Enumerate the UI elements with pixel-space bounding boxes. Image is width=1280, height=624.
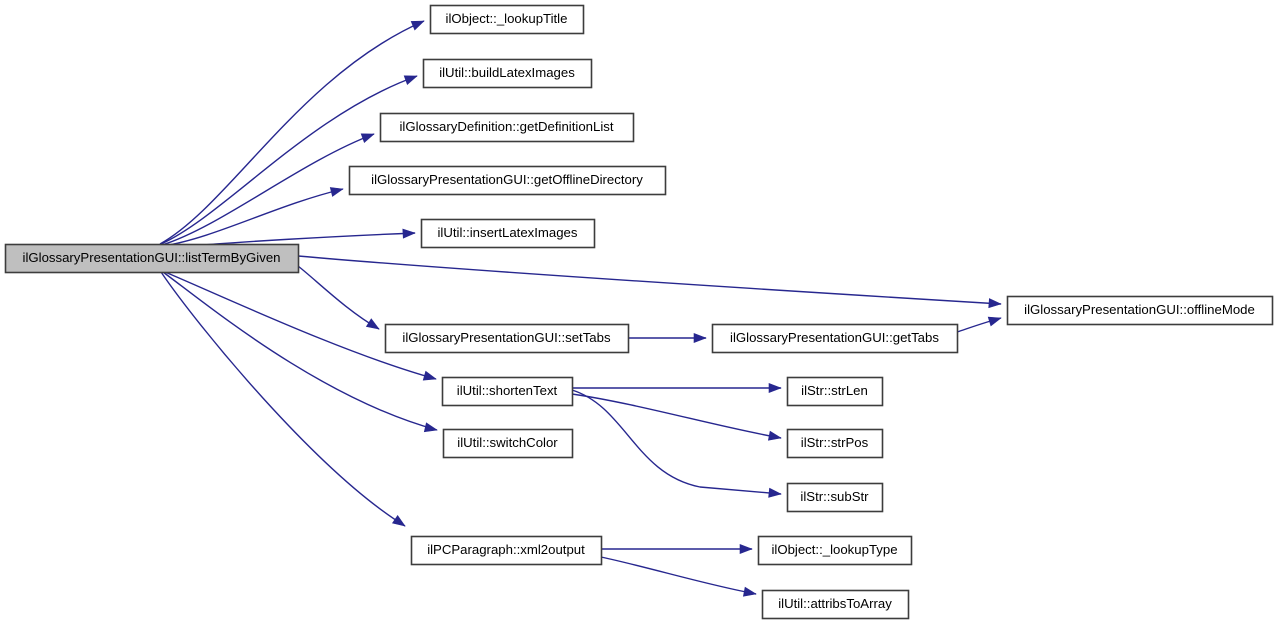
node-label-offlineMode: ilGlossaryPresentationGUI::offlineMode: [1024, 302, 1255, 317]
edge-listTermByGiven-to-setTabs: [297, 265, 380, 330]
node-buildLatexImages[interactable]: ilUtil::buildLatexImages: [422, 58, 593, 89]
node-box-offlineMode[interactable]: [1006, 295, 1274, 326]
node-box-insertLatexImages[interactable]: [420, 218, 596, 249]
edge-xml2output-to-attribsToArray: [600, 556, 757, 595]
node-label-attribsToArray: ilUtil::attribsToArray: [778, 596, 892, 611]
edge-listTermByGiven-to-xml2output: [160, 271, 406, 527]
edge-shortenText-to-strPos: [571, 393, 782, 439]
node-box-buildLatexImages[interactable]: [422, 58, 593, 89]
edge-listTermByGiven-to-lookupTitle: [159, 20, 425, 245]
arrowheads-layer: [329, 20, 1002, 597]
edge-listTermByGiven-to-switchColor: [162, 271, 438, 431]
node-box-strLen[interactable]: [786, 376, 884, 407]
arrowhead-icon: [423, 422, 438, 433]
node-label-lookupType: ilObject::_lookupType: [771, 542, 897, 557]
edge-listTermByGiven-to-offlineMode: [297, 255, 1002, 305]
edge-listTermByGiven-to-getDefinitionList: [161, 133, 375, 246]
edge-listTermByGiven-to-shortenText: [164, 271, 437, 380]
node-label-strPos: ilStr::strPos: [801, 435, 869, 450]
node-label-subStr: ilStr::subStr: [800, 489, 869, 504]
node-insertLatexImages[interactable]: ilUtil::insertLatexImages: [420, 218, 596, 249]
edges-layer: [159, 20, 1002, 595]
arrowhead-icon: [693, 332, 707, 344]
arrowhead-icon: [402, 228, 416, 239]
node-lookupType[interactable]: ilObject::_lookupType: [757, 535, 913, 566]
node-box-lookupType[interactable]: [757, 535, 913, 566]
nodes-layer: ilGlossaryPresentationGUI::listTermByGiv…: [4, 4, 1274, 620]
node-label-setTabs: ilGlossaryPresentationGUI::setTabs: [402, 330, 611, 345]
arrowhead-icon: [365, 318, 380, 330]
node-label-getOfflineDirectory: ilGlossaryPresentationGUI::getOfflineDir…: [371, 172, 643, 187]
arrowhead-icon: [422, 370, 437, 381]
node-box-attribsToArray[interactable]: [761, 589, 910, 620]
edge-shortenText-to-subStr: [571, 389, 782, 495]
edge-listTermByGiven-to-buildLatexImages: [160, 75, 418, 245]
arrowhead-icon: [768, 382, 782, 394]
node-label-listTermByGiven: ilGlossaryPresentationGUI::listTermByGiv…: [23, 250, 281, 265]
arrowhead-icon: [987, 316, 1002, 327]
node-label-buildLatexImages: ilUtil::buildLatexImages: [439, 65, 575, 80]
node-label-insertLatexImages: ilUtil::insertLatexImages: [438, 225, 578, 240]
node-getDefinitionList[interactable]: ilGlossaryDefinition::getDefinitionList: [379, 112, 635, 143]
arrowhead-icon: [410, 20, 425, 31]
node-subStr[interactable]: ilStr::subStr: [786, 482, 884, 513]
node-box-getDefinitionList[interactable]: [379, 112, 635, 143]
node-offlineMode[interactable]: ilGlossaryPresentationGUI::offlineMode: [1006, 295, 1274, 326]
node-label-lookupTitle: ilObject::_lookupTitle: [446, 11, 568, 26]
arrowhead-icon: [767, 430, 782, 441]
edge-listTermByGiven-to-getOfflineDirectory: [162, 188, 344, 247]
node-switchColor[interactable]: ilUtil::switchColor: [442, 428, 574, 459]
arrowhead-icon: [391, 514, 406, 527]
node-label-shortenText: ilUtil::shortenText: [457, 383, 558, 398]
node-label-xml2output: ilPCParagraph::xml2output: [427, 542, 585, 557]
node-label-getDefinitionList: ilGlossaryDefinition::getDefinitionList: [399, 119, 613, 134]
arrowhead-icon: [739, 543, 753, 555]
node-box-xml2output[interactable]: [410, 535, 603, 566]
node-strLen[interactable]: ilStr::strLen: [786, 376, 884, 407]
node-listTermByGiven[interactable]: ilGlossaryPresentationGUI::listTermByGiv…: [4, 243, 300, 274]
node-label-strLen: ilStr::strLen: [801, 383, 868, 398]
node-label-getTabs: ilGlossaryPresentationGUI::getTabs: [730, 330, 939, 345]
node-setTabs[interactable]: ilGlossaryPresentationGUI::setTabs: [384, 323, 630, 354]
arrowhead-icon: [403, 75, 418, 85]
node-box-lookupTitle[interactable]: [429, 4, 585, 35]
node-box-setTabs[interactable]: [384, 323, 630, 354]
node-attribsToArray[interactable]: ilUtil::attribsToArray: [761, 589, 910, 620]
arrowhead-icon: [360, 133, 375, 143]
arrowhead-icon: [329, 187, 344, 197]
node-getTabs[interactable]: ilGlossaryPresentationGUI::getTabs: [711, 323, 959, 354]
node-getOfflineDirectory[interactable]: ilGlossaryPresentationGUI::getOfflineDir…: [348, 165, 667, 196]
node-strPos[interactable]: ilStr::strPos: [786, 428, 884, 459]
arrowhead-icon: [988, 298, 1002, 309]
node-lookupTitle[interactable]: ilObject::_lookupTitle: [429, 4, 585, 35]
node-box-strPos[interactable]: [786, 428, 884, 459]
node-box-getTabs[interactable]: [711, 323, 959, 354]
node-box-shortenText[interactable]: [441, 376, 574, 407]
node-xml2output[interactable]: ilPCParagraph::xml2output: [410, 535, 603, 566]
arrowhead-icon: [768, 487, 782, 498]
node-label-switchColor: ilUtil::switchColor: [457, 435, 558, 450]
node-box-listTermByGiven[interactable]: [4, 243, 300, 274]
node-shortenText[interactable]: ilUtil::shortenText: [441, 376, 574, 407]
arrowhead-icon: [742, 586, 757, 597]
node-box-subStr[interactable]: [786, 482, 884, 513]
node-box-switchColor[interactable]: [442, 428, 574, 459]
node-box-getOfflineDirectory[interactable]: [348, 165, 667, 196]
